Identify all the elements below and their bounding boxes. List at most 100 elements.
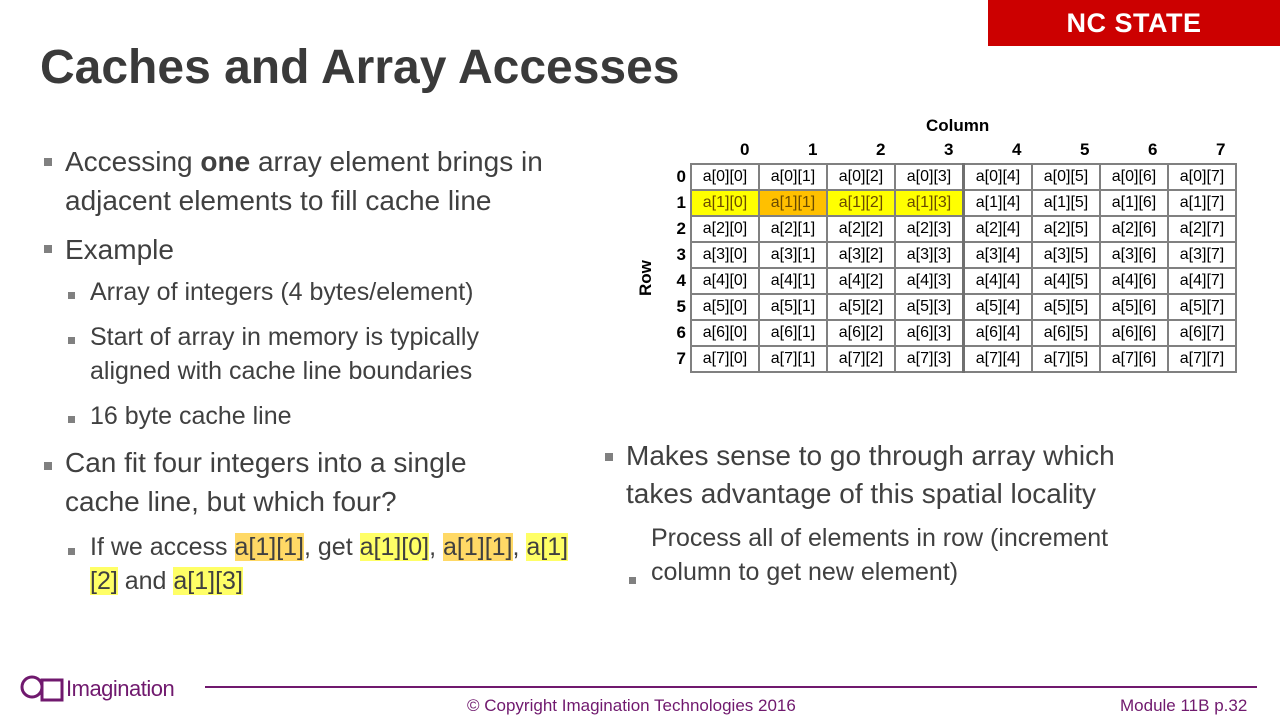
sub-bullet-right: Process all of elements in row (incremen… [651, 524, 1109, 586]
array-cell: a[3][4] [962, 241, 1033, 269]
array-cell: a[0][6] [1099, 163, 1169, 191]
array-cell: a[5][4] [962, 293, 1033, 321]
sub-bullet: Start of array in memory is typically al… [90, 323, 479, 385]
column-number: 1 [808, 140, 818, 159]
row-number: 5 [676, 297, 686, 316]
array-cell: a[5][0] [690, 293, 760, 321]
column-number: 0 [740, 140, 750, 159]
array-cell: a[1][7] [1167, 189, 1237, 217]
array-cell: a[3][3] [894, 241, 965, 269]
left-column: Accessing one array element brings in ad… [42, 142, 602, 598]
array-cell: a[4][0] [690, 267, 760, 295]
array-cell: a[0][7] [1167, 163, 1237, 191]
slide-title: Caches and Array Accesses [40, 41, 680, 94]
column-number: 5 [1080, 140, 1090, 159]
bullet-1: Accessing one array element brings in ad… [65, 146, 543, 216]
array-cell: a[2][6] [1099, 215, 1169, 243]
bullet-right: Makes sense to go through array which ta… [626, 440, 1115, 509]
array-cell: a[7][7] [1167, 345, 1237, 373]
array-cell: a[6][1] [758, 319, 828, 347]
array-cell: a[3][2] [826, 241, 896, 269]
array-cell: a[0][0] [690, 163, 760, 191]
array-cell: a[6][3] [894, 319, 965, 347]
array-cell: a[1][3] [894, 189, 965, 217]
array-cell: a[5][1] [758, 293, 828, 321]
page-number: Module 11B p.32 [1120, 696, 1248, 715]
array-cell: a[5][6] [1099, 293, 1169, 321]
imagination-logo: Imagination [20, 674, 175, 704]
sub-bullet-example: If we access a[1][1], get a[1][0], a[1][… [90, 533, 569, 595]
footer-divider [205, 686, 1257, 688]
array-cell: a[0][5] [1031, 163, 1101, 191]
array-cell: a[2][1] [758, 215, 828, 243]
column-axis-label: Column [926, 116, 990, 135]
array-cell: a[6][4] [962, 319, 1033, 347]
array-cell: a[3][6] [1099, 241, 1169, 269]
university-logo: NC STATE UNIVERSITY [988, 0, 1280, 84]
array-cell: a[2][0] [690, 215, 760, 243]
row-number: 2 [676, 219, 686, 238]
array-cell: a[4][3] [894, 267, 965, 295]
row-number: 3 [676, 245, 686, 264]
array-cell: a[0][3] [894, 163, 965, 191]
array-cell: a[5][5] [1031, 293, 1101, 321]
row-number: 6 [676, 323, 686, 342]
array-cell: a[0][4] [962, 163, 1033, 191]
row-axis-label: Row [636, 260, 655, 296]
array-cell: a[6][0] [690, 319, 760, 347]
array-cell: a[4][5] [1031, 267, 1101, 295]
array-cell: a[6][2] [826, 319, 896, 347]
row-number: 1 [676, 193, 686, 212]
array-cell: a[6][5] [1031, 319, 1101, 347]
sub-bullet: 16 byte cache line [90, 402, 292, 430]
array-cell: a[7][5] [1031, 345, 1101, 373]
bullet-3: Can fit four integers into a single cach… [65, 447, 467, 517]
array-cell: a[4][4] [962, 267, 1033, 295]
array-cell: a[3][7] [1167, 241, 1237, 269]
array-cell: a[7][3] [894, 345, 965, 373]
array-cell: a[1][2] [826, 189, 896, 217]
column-number: 2 [876, 140, 886, 159]
bullet-2: Example [65, 234, 174, 265]
array-cell: a[3][1] [758, 241, 828, 269]
array-cell: a[1][6] [1099, 189, 1169, 217]
array-cell: a[1][1] [758, 189, 828, 217]
row-number: 7 [676, 349, 686, 368]
array-cell: a[2][7] [1167, 215, 1237, 243]
column-number: 4 [1012, 140, 1022, 159]
array-cell: a[3][5] [1031, 241, 1101, 269]
array-cell: a[7][0] [690, 345, 760, 373]
sub-bullet: Array of integers (4 bytes/element) [90, 278, 474, 306]
logo-mark-icon [20, 675, 64, 702]
array-cell: a[7][2] [826, 345, 896, 373]
column-number: 3 [944, 140, 954, 159]
array-cell: a[4][6] [1099, 267, 1169, 295]
array-cell: a[5][7] [1167, 293, 1237, 321]
array-cell: a[1][0] [690, 189, 760, 217]
array-cell: a[7][4] [962, 345, 1033, 373]
array-cell: a[0][1] [758, 163, 828, 191]
array-cell: a[5][2] [826, 293, 896, 321]
array-cell: a[7][1] [758, 345, 828, 373]
row-number: 0 [676, 167, 686, 186]
row-number: 4 [676, 271, 686, 290]
array-cell: a[6][6] [1099, 319, 1169, 347]
array-cell: a[4][2] [826, 267, 896, 295]
array-cell: a[2][2] [826, 215, 896, 243]
array-cell: a[2][5] [1031, 215, 1101, 243]
column-number: 7 [1216, 140, 1226, 159]
array-cell: a[7][6] [1099, 345, 1169, 373]
array-cell: a[5][3] [894, 293, 965, 321]
array-cell: a[4][7] [1167, 267, 1237, 295]
array-cell: a[2][4] [962, 215, 1033, 243]
array-cell: a[0][2] [826, 163, 896, 191]
array-cell: a[1][5] [1031, 189, 1101, 217]
column-number: 6 [1148, 140, 1158, 159]
